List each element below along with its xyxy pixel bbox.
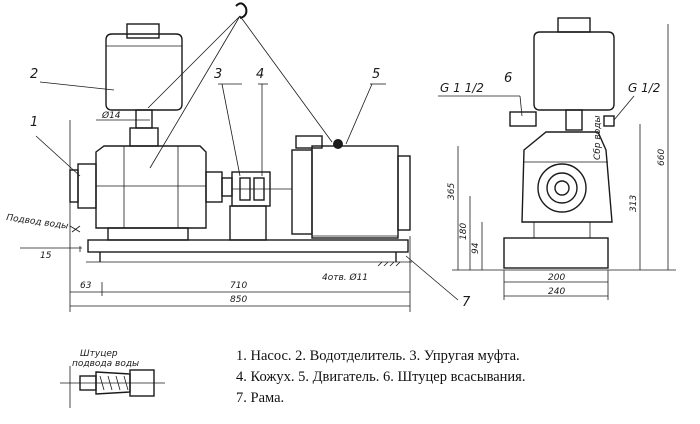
dim-15: 15 (40, 251, 52, 261)
sling-center (149, 15, 241, 169)
legend-line-3: 7. Рама. (236, 390, 285, 406)
separator-neck (135, 109, 153, 129)
water-separator (105, 33, 183, 111)
dim-94: 94 (471, 242, 481, 254)
dim-200: 200 (548, 273, 565, 283)
sling-right (239, 15, 333, 143)
drain-mark (69, 225, 81, 233)
terminal-box (295, 135, 323, 149)
callout-3: 3 (214, 67, 222, 82)
dim-180: 180 (459, 223, 469, 240)
dim-850: 850 (230, 295, 247, 305)
fitting-detail (60, 366, 165, 408)
legend-line-1: 1. Насос. 2. Водотделитель. 3. Упругая м… (236, 348, 520, 364)
dim-365: 365 (447, 183, 457, 200)
side-frame (503, 237, 609, 269)
g-thread-right: G 1/2 (628, 81, 660, 95)
legend-line-2: 4. Кожух. 5. Двигатель. 6. Штуцер всасыв… (236, 369, 526, 385)
legend: 1. Насос. 2. Водотделитель. 3. Упругая м… (236, 346, 686, 409)
fitting-title-2: подвода воды (72, 359, 139, 369)
callout-1: 1 (30, 115, 38, 130)
holes-label: 4отв. Ø11 (322, 272, 368, 283)
side-water-separator (533, 31, 615, 111)
callout-4: 4 (256, 67, 264, 82)
pump-body (95, 145, 207, 229)
pump-inlet-flange (77, 163, 97, 209)
sling-left (147, 15, 241, 109)
dim-240: 240 (548, 287, 565, 297)
side-pump-casing (521, 131, 613, 223)
dim-660: 660 (657, 149, 667, 166)
motor-front-cover (291, 149, 313, 235)
fitting-title-1: Штуцер (80, 349, 118, 359)
dim-710: 710 (230, 281, 247, 291)
dia-mark: Ø14 (101, 110, 121, 121)
side-view (438, 17, 676, 300)
drain-label: Сбр воды (593, 115, 603, 160)
dim-313: 313 (629, 195, 639, 212)
callout-7: 7 (462, 295, 471, 310)
motor (311, 145, 399, 239)
suction-fitting (509, 111, 537, 127)
callout-5: 5 (372, 67, 380, 82)
g-thread-left: G 1 1/2 (440, 81, 484, 95)
front-view (20, 2, 459, 312)
dim-63: 63 (80, 281, 92, 291)
base-frame (87, 239, 409, 253)
separator-cap (126, 23, 160, 39)
lifting-hook (235, 2, 248, 19)
callout-6: 6 (504, 71, 512, 86)
lifting-eye (333, 139, 343, 149)
water-inlet-label: Подвод воды (6, 213, 69, 232)
callout-2: 2 (30, 67, 38, 82)
